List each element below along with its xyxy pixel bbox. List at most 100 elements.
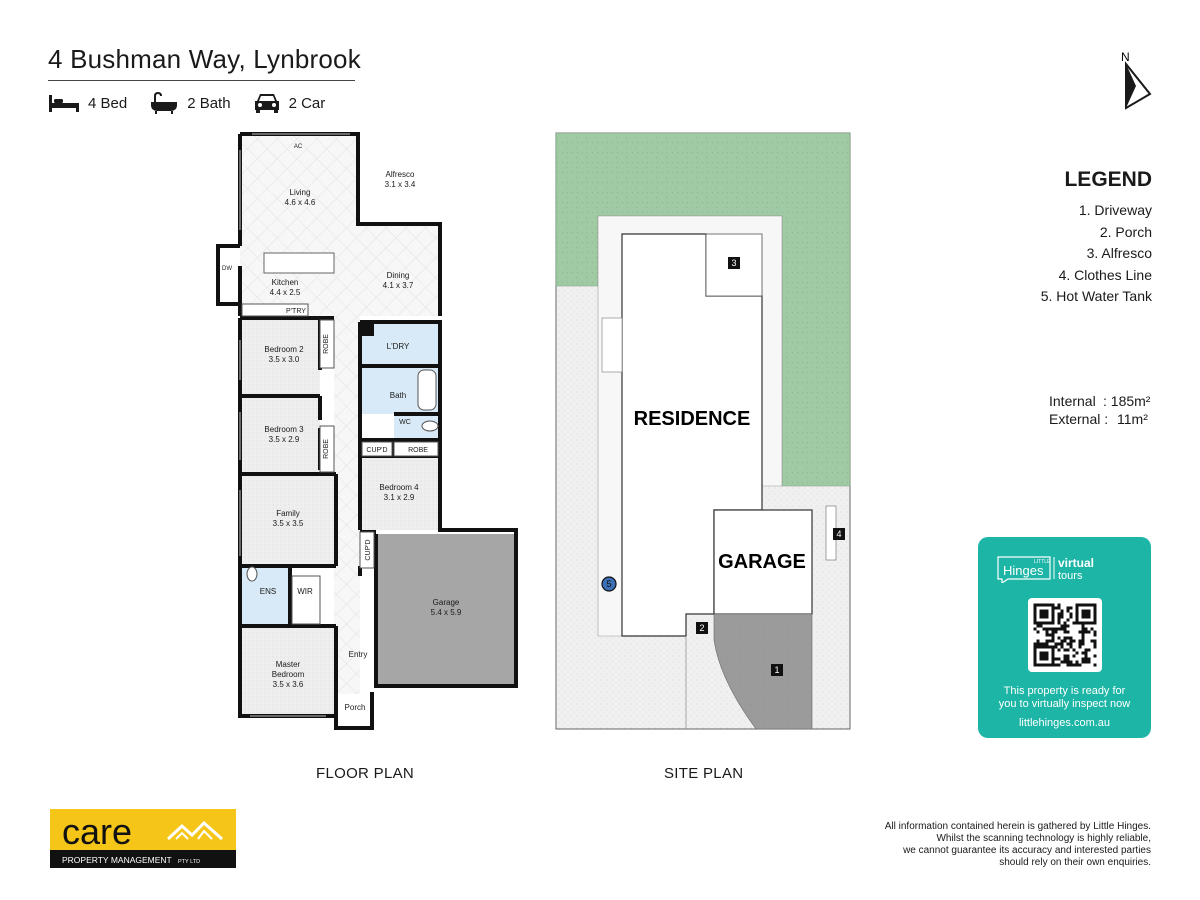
- robe-bed3: [319, 425, 335, 473]
- marker-4: 4: [836, 529, 841, 539]
- garage-site-label: GARAGE: [718, 551, 806, 573]
- bedroom4-floor: [360, 456, 438, 530]
- car-icon: [254, 94, 279, 113]
- virtual-tour-url[interactable]: littlehinges.com.au: [1018, 717, 1111, 729]
- site-plan: RESIDENCE GARAGE 1 2 3 4 5: [555, 132, 851, 730]
- brand-tours: tours: [1058, 570, 1083, 582]
- cupboard: [361, 441, 393, 457]
- residence-label: RESIDENCE: [634, 408, 751, 430]
- dw-label: DW: [222, 266, 232, 272]
- living-size: 4.6 x 4.6: [285, 198, 316, 207]
- garage-name: Garage: [433, 598, 460, 607]
- legend-item: 4. Clothes Line: [1058, 266, 1152, 283]
- alfresco-name: Alfresco: [386, 170, 415, 179]
- ens-label: ENS: [260, 587, 276, 596]
- porch-label: Porch: [345, 703, 366, 712]
- hvac-unit: [360, 322, 374, 336]
- floor-plan: AC Living 4.6 x 4.6 Alfresco 3.1 x 3.4 D…: [216, 132, 518, 730]
- kitchen-name: Kitchen: [272, 278, 299, 287]
- bedroom2-name: Bedroom 2: [264, 345, 304, 354]
- master-size: 3.5 x 3.6: [273, 680, 304, 689]
- laundry-label: L'DRY: [387, 342, 410, 351]
- kitchen-size: 4.4 x 2.5: [270, 288, 301, 297]
- external-label: External :: [1049, 411, 1109, 427]
- bedroom3-name: Bedroom 3: [264, 425, 304, 434]
- disclaimer-line: we cannot guarantee its accuracy and int…: [903, 845, 1151, 856]
- virtual-tour-card[interactable]: LITTLE Hinges virtual tours This propert…: [978, 537, 1151, 738]
- title-divider: [48, 80, 355, 81]
- floor-plan-caption: FLOOR PLAN: [316, 765, 415, 782]
- brand-small: LITTLE: [1034, 559, 1051, 565]
- legend-list: 1. Driveway 2. Porch 3. Alfresco 4. Clot…: [1041, 200, 1152, 308]
- disclaimer: All information contained herein is gath…: [831, 821, 1151, 869]
- feature-bath-label: 2 Bath: [187, 94, 231, 112]
- feature-bed-label: 4 Bed: [88, 94, 128, 112]
- bedroom3-size: 3.5 x 2.9: [269, 435, 300, 444]
- hall-cupd-label: CUP'D: [365, 539, 372, 560]
- ac-label: AC: [294, 144, 303, 150]
- site-markers: 1 2 3 4 5: [601, 257, 845, 676]
- brand-virtual: virtual: [1058, 556, 1094, 570]
- living-name: Living: [290, 188, 311, 197]
- bathtub-icon: [151, 92, 178, 114]
- bedroom2-size: 3.5 x 3.0: [269, 355, 300, 364]
- driveway: [713, 613, 813, 730]
- master-name: Master: [276, 660, 301, 669]
- disclaimer-line: should rely on their own enquiries.: [999, 857, 1151, 868]
- brand-name: Hinges: [1003, 563, 1044, 578]
- alfresco-size: 3.1 x 3.4: [385, 180, 416, 189]
- internal-value: : 185m²: [1103, 393, 1151, 409]
- qr-code[interactable]: [1028, 598, 1102, 672]
- family-name: Family: [276, 509, 300, 518]
- bath-label: Bath: [390, 391, 406, 400]
- area-values: : 185m² 11m²: [1103, 392, 1150, 428]
- marker-3: 3: [731, 258, 736, 268]
- legend-item: 5. Hot Water Tank: [1040, 288, 1152, 304]
- family-floor: [240, 474, 336, 566]
- marker-1: 1: [774, 665, 779, 675]
- area-labels: Internal External :: [1049, 392, 1108, 428]
- pantry-label: P'TRY: [286, 308, 306, 315]
- virtual-tour-message: This property is ready for you to virtua…: [978, 685, 1151, 711]
- feature-car-label: 2 Car: [288, 94, 326, 112]
- robe-bed3-label: ROBE: [323, 439, 330, 459]
- marker-5: 5: [606, 579, 611, 589]
- external-value: 11m²: [1117, 411, 1148, 427]
- dining-size: 4.1 x 3.7: [383, 281, 414, 290]
- toilet-wc: [421, 420, 439, 432]
- care-property-management-logo: care PROPERTY MANAGEMENT PTY LTD: [50, 809, 236, 868]
- robe-bed4-label: ROBE: [408, 447, 428, 454]
- entry-label: Entry: [349, 650, 368, 659]
- pantry-cabinet: [241, 303, 309, 317]
- property-features: 4 Bed 2 Bath 2 Car: [48, 92, 325, 114]
- logo-suffix: PTY LTD: [178, 859, 200, 865]
- bedroom4-size: 3.1 x 2.9: [384, 493, 415, 502]
- bedroom3-floor: [240, 398, 320, 472]
- north-arrow-icon: N: [1121, 50, 1152, 110]
- wc-label: WC: [399, 419, 411, 426]
- cupd-label: CUP'D: [366, 447, 387, 454]
- disclaimer-line: Whilst the scanning technology is highly…: [936, 833, 1151, 844]
- internal-label: Internal: [1049, 393, 1096, 409]
- legend-title: LEGEND: [1064, 168, 1152, 191]
- property-address: 4 Bushman Way, Lynbrook: [48, 44, 361, 74]
- site-plan-caption: SITE PLAN: [664, 765, 744, 782]
- legend-item: 2. Porch: [1099, 223, 1152, 240]
- virtual-tour-line2: you to virtually inspect now: [998, 698, 1131, 710]
- little-hinges-logo: LITTLE Hinges virtual tours: [997, 556, 1094, 583]
- master-floor: [240, 626, 336, 716]
- wir-room: [291, 575, 321, 625]
- feature-car: 2 Car: [253, 92, 326, 114]
- bedroom2-floor: [240, 318, 320, 396]
- garage-size: 5.4 x 5.9: [431, 608, 462, 617]
- logo-sub: PROPERTY MANAGEMENT: [62, 855, 172, 865]
- legend-item: 1. Driveway: [1078, 202, 1152, 218]
- hall-cupboard: [359, 531, 375, 569]
- feature-bed: 4 Bed: [48, 93, 127, 113]
- qr-code-icon: [1033, 603, 1097, 667]
- logo-word: care: [62, 811, 132, 852]
- wir-label: WIR: [297, 587, 313, 596]
- master-name2: Bedroom: [272, 670, 305, 679]
- room-labels: AC Living 4.6 x 4.6 Alfresco 3.1 x 3.4 D…: [222, 144, 462, 712]
- toilet-ens: [246, 566, 258, 582]
